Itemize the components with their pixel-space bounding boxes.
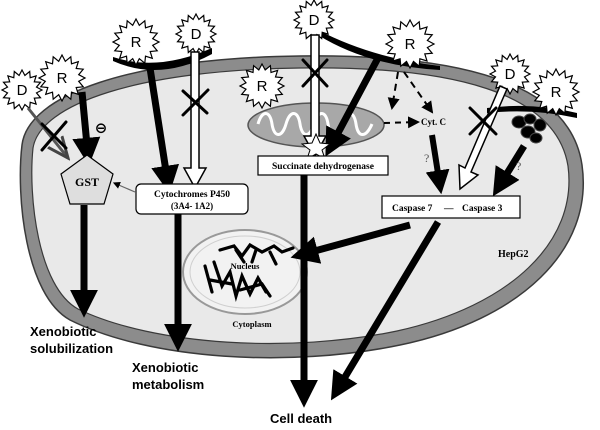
receptor-burst-mito-label: R	[405, 36, 416, 53]
arrow-cytc-to-caspase	[425, 134, 450, 195]
question-mark-cytc: ?	[424, 151, 429, 165]
cyp450-node: Cytochromes P450 (3A4- 1A2)	[135, 183, 249, 215]
hollow-arrow-drug-to-cyp	[182, 51, 208, 190]
arrow-receptor-to-cyp	[146, 67, 180, 194]
drug-burst-mito: D	[292, 0, 336, 42]
gst-label: GST	[75, 175, 99, 189]
receptor-mito	[318, 30, 440, 70]
arrows	[26, 56, 527, 408]
inhibit-symbol: ⊖	[95, 120, 108, 137]
receptor-burst-mito-left: R	[238, 62, 286, 110]
receptor-burst-cyp-shape	[111, 17, 161, 67]
damage-star	[300, 132, 332, 161]
arrow-receptor-to-sdh	[325, 56, 382, 157]
hollow-arrows	[182, 34, 508, 191]
hepg2-label: HepG2	[498, 249, 529, 260]
caspase-node: Caspase 7 — Caspase 3	[381, 195, 521, 219]
drug-burst-cyp: D	[174, 12, 218, 56]
hollow-arrow-drug-to-caspase	[458, 85, 508, 191]
block-x-mito	[301, 58, 329, 88]
receptor-burst-cyp-label: R	[131, 34, 142, 51]
receptor-burst-caspase: R	[531, 67, 581, 117]
block-x-gst	[40, 120, 68, 152]
chromatin	[203, 242, 295, 303]
drug-burst-gst: D	[0, 68, 44, 112]
arrow-dashed-mito-to-cytc	[383, 116, 420, 129]
ligand-bursts: D R R D R D R D R	[0, 0, 581, 117]
receptor-burst-caspase-shape	[531, 67, 581, 117]
receptor-burst-mito-left-label: R	[257, 78, 268, 95]
arrow-caspase-to-death	[330, 220, 442, 401]
arrow-drug-to-gst	[26, 107, 68, 158]
receptor-burst-cyp: R	[111, 17, 161, 67]
receptor-cluster	[511, 113, 547, 144]
sdh-label: Succinate dehydrogenase	[272, 162, 374, 172]
outcome-solubilization-line2: solubilization	[30, 341, 113, 356]
receptor-burst-gst: R	[37, 53, 87, 103]
receptor-burst-mito: R	[384, 18, 436, 70]
arrow-dashed-to-cytc	[403, 71, 434, 114]
drug-burst-gst-label: D	[17, 82, 28, 99]
receptor-cyp	[113, 48, 212, 70]
cyp450-isoforms: (3A4- 1A2)	[171, 201, 213, 211]
question-mark-caspase3: ?	[516, 159, 521, 173]
arrow-caspase-to-nucleus	[290, 221, 411, 264]
arrow-receptor-to-caspase3	[492, 144, 527, 197]
receptor-burst-gst-shape	[37, 53, 87, 103]
block-x-caspase	[468, 106, 498, 136]
outcome-solubilization-line1: Xenobiotic	[30, 324, 96, 339]
nucleus-label: Nucleus	[231, 261, 261, 271]
sdh-node: Succinate dehydrogenase	[257, 155, 389, 176]
outcome-cell-death: Cell death	[270, 411, 332, 426]
receptor-burst-mito-left-shape	[238, 62, 286, 110]
receptor-burst-mito-shape	[384, 18, 436, 70]
block-x-cyp	[181, 88, 210, 117]
cytoplasm-label: Cytoplasm	[232, 319, 271, 329]
arrow-dashed-to-mito	[387, 71, 400, 110]
drug-burst-gst-shape	[0, 68, 44, 112]
receptor-burst-gst-label: R	[57, 70, 68, 87]
cyp450-label: Cytochromes P450	[154, 190, 230, 200]
outcome-metabolism-line1: Xenobiotic	[132, 360, 198, 375]
arrow-cyp-to-gst	[112, 182, 136, 193]
outcome-metabolism-line2: metabolism	[132, 377, 204, 392]
drug-burst-caspase-shape	[488, 52, 532, 96]
receptor-burst-caspase-label: R	[551, 84, 562, 101]
gst-node: GST	[60, 154, 114, 205]
caspase-link: —	[443, 204, 454, 214]
drug-burst-caspase: D	[488, 52, 532, 96]
drug-burst-cyp-label: D	[191, 26, 202, 43]
block-marks	[40, 58, 498, 152]
drug-burst-caspase-label: D	[505, 66, 516, 83]
caspase7-label: Caspase 7	[392, 204, 433, 214]
nucleus	[182, 229, 308, 315]
caspase3-label: Caspase 3	[462, 204, 503, 214]
cytc-label: Cyt. C	[421, 117, 446, 127]
arrow-receptor-to-gst	[72, 91, 101, 166]
drug-burst-mito-label: D	[309, 12, 320, 29]
